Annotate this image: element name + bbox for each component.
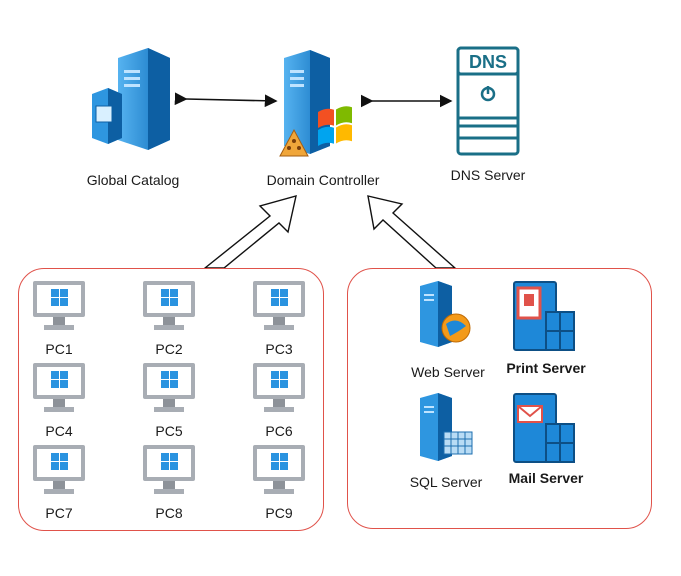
pc-monitor-icon <box>143 281 195 330</box>
clients-group <box>18 268 324 531</box>
servers-group <box>347 268 652 529</box>
pc-label: PC7 <box>45 505 73 521</box>
domain-controller-label: Domain Controller <box>266 172 380 188</box>
print-server-icon <box>513 281 575 351</box>
pc-monitor-icon <box>33 363 85 412</box>
web-server-icon <box>420 281 471 347</box>
pc-label: PC4 <box>45 423 73 439</box>
pc-monitor-icon <box>253 445 305 494</box>
domain-controller-server-icon <box>279 50 352 157</box>
pc-label: PC5 <box>155 423 183 439</box>
print-server-label: Print Server <box>506 360 586 376</box>
pc-label: PC8 <box>155 505 183 521</box>
global-catalog-label: Global Catalog <box>86 172 180 188</box>
dns-server-icon: DNS <box>456 46 520 156</box>
pc-monitor-icon <box>33 281 85 330</box>
sql-server-icon <box>420 393 473 461</box>
sql-server-label: SQL Server <box>409 474 483 490</box>
pc-monitor-icon <box>33 445 85 494</box>
pc-label: PC6 <box>265 423 293 439</box>
clients-to-dc-arrow <box>203 195 297 269</box>
pc-label: PC3 <box>265 341 293 357</box>
servers-to-dc-arrow <box>367 195 457 269</box>
mail-server-label: Mail Server <box>508 470 584 486</box>
pc-label: PC9 <box>265 505 293 521</box>
global-catalog-server-icon <box>92 48 170 150</box>
pc-label: PC2 <box>155 341 183 357</box>
mail-server-icon <box>513 393 575 463</box>
pc-monitor-icon <box>253 363 305 412</box>
pc-label: PC1 <box>45 341 73 357</box>
gc-dc-link <box>174 92 278 108</box>
pc-monitor-icon <box>143 445 195 494</box>
pc-monitor-icon <box>253 281 305 330</box>
dns-badge-text: DNS <box>469 52 507 72</box>
web-server-label: Web Server <box>411 364 485 380</box>
pc-monitor-icon <box>143 363 195 412</box>
dns-server-label: DNS Server <box>450 167 526 183</box>
windows-flag-icon <box>318 106 352 146</box>
